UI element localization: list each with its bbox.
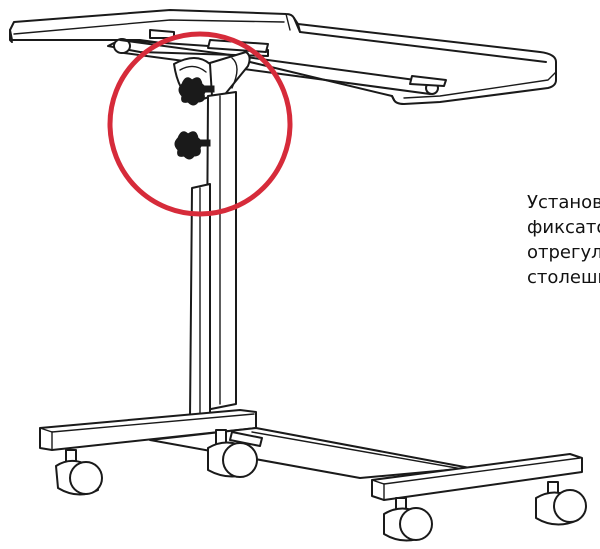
caster-back-left-icon — [383, 497, 433, 542]
caster-front-left-icon — [55, 449, 103, 496]
upright-column — [189, 91, 237, 419]
caption-line-2: фиксатор и — [527, 217, 600, 238]
base-frame — [39, 409, 583, 501]
caption-line-4: столешницу — [527, 267, 600, 288]
instruction-caption: Установите фиксатор и отрегулируйте стол… — [527, 190, 600, 290]
upper-knob-icon — [178, 77, 215, 106]
lower-knob-icon — [174, 131, 211, 160]
caption-line-3: отрегулируйте — [527, 242, 600, 263]
highlight-circle — [107, 31, 293, 217]
caster-front-middle-icon — [207, 429, 258, 478]
caster-back-right-icon — [535, 481, 587, 526]
caption-line-1: Установите — [527, 192, 600, 213]
